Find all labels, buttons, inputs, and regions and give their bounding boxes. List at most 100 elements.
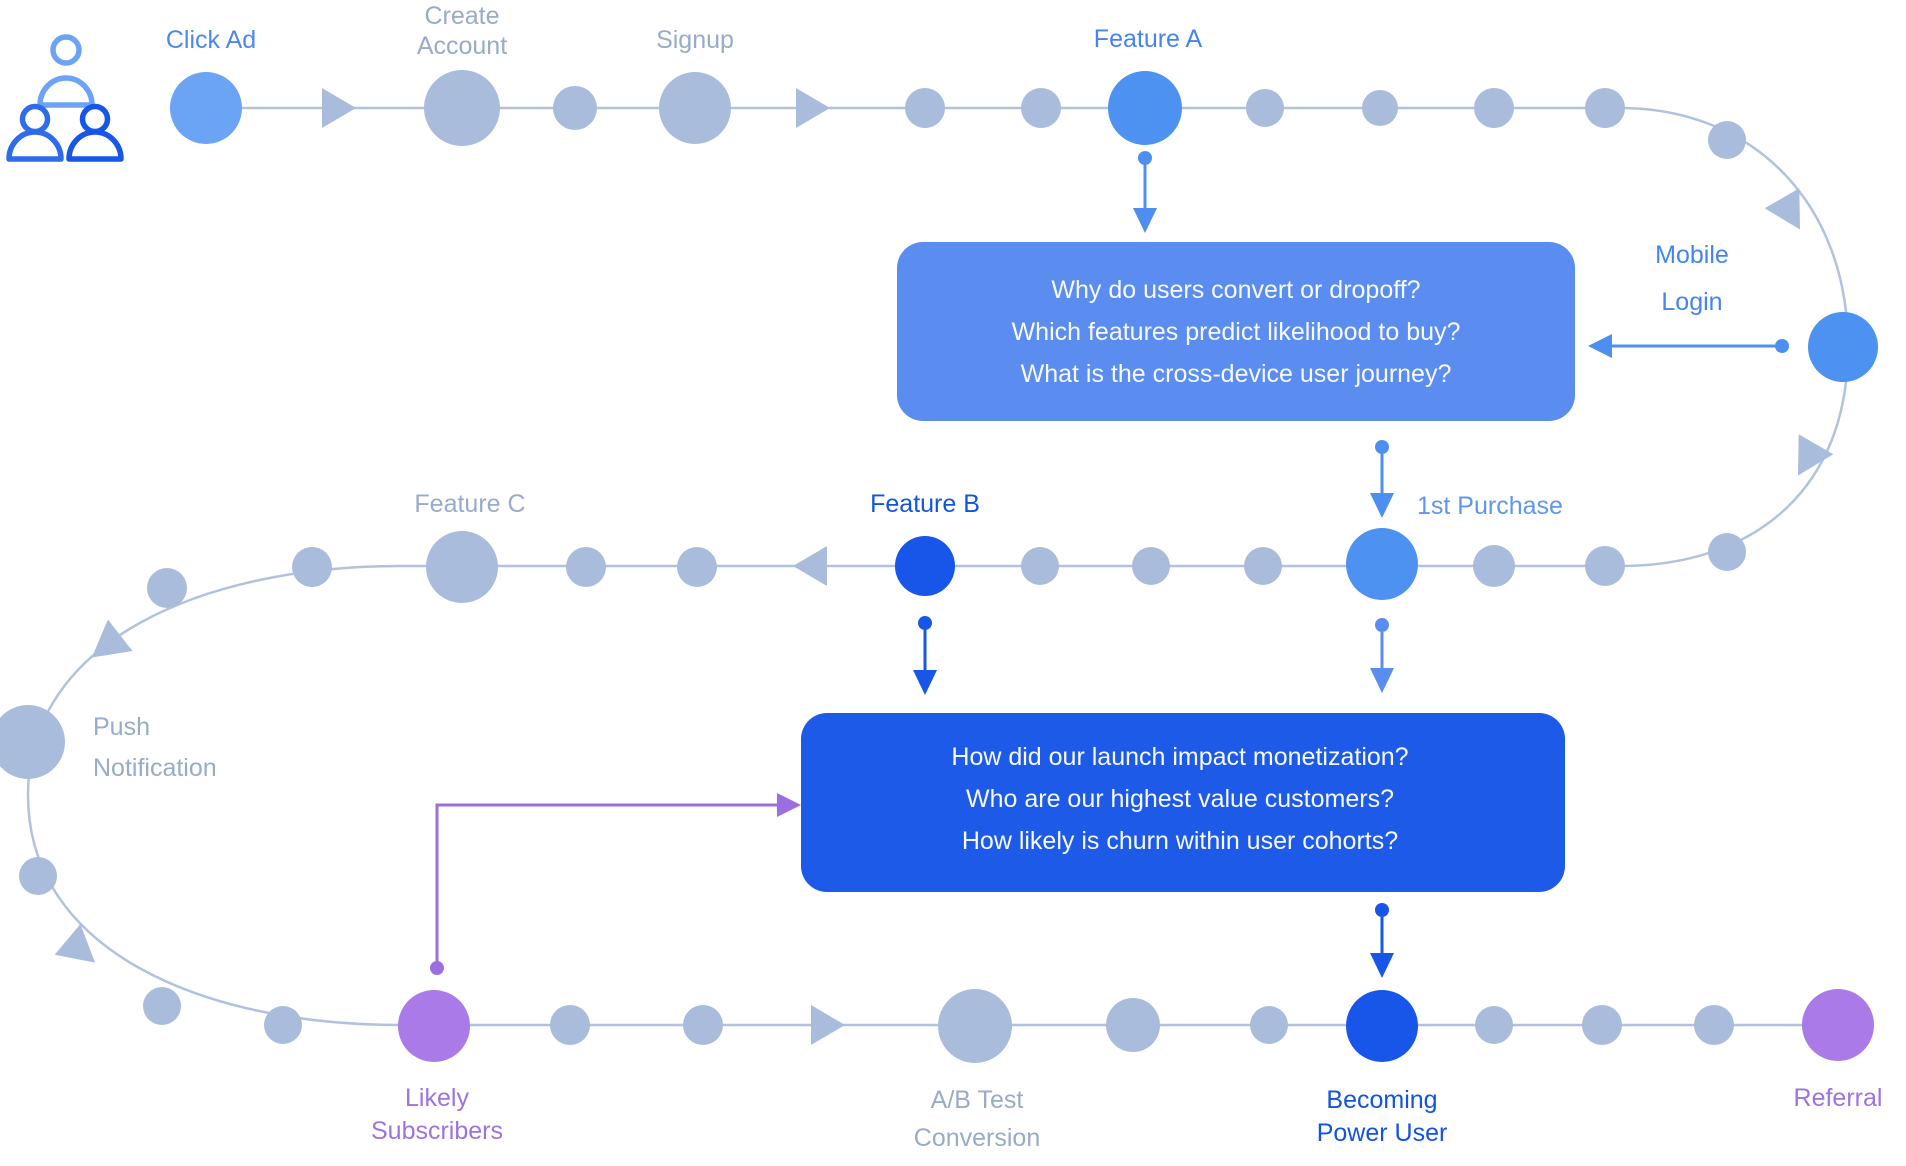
connector-dot bbox=[1375, 903, 1389, 917]
connector-dot bbox=[430, 961, 444, 975]
flow-arrow-curve-icon bbox=[54, 924, 96, 963]
journey-dot bbox=[1132, 547, 1170, 585]
monetization-question-1: How did our launch impact monetization? bbox=[951, 743, 1408, 771]
flow-arrow-right-icon bbox=[796, 88, 830, 128]
insight-box-monetization-bg bbox=[801, 713, 1565, 892]
flow-arrow-left-icon bbox=[793, 546, 827, 586]
node-push-notification bbox=[0, 705, 65, 779]
label-create-account-line2: Account bbox=[417, 32, 507, 60]
arrow-left-icon bbox=[1588, 334, 1612, 358]
node-feature-b bbox=[895, 536, 955, 596]
journey-dot bbox=[1250, 1006, 1288, 1044]
journey-dot bbox=[1473, 545, 1515, 587]
journey-dot bbox=[1585, 546, 1625, 586]
journey-dot bbox=[1106, 998, 1160, 1052]
flow-arrow-curve-icon bbox=[1764, 188, 1800, 230]
flow-arrow-curve-icon bbox=[1798, 434, 1834, 476]
insight-box-monetization: How did our launch impact monetization? … bbox=[801, 713, 1565, 892]
label-likely-subscribers-line1: Likely bbox=[405, 1084, 469, 1112]
journey-dot bbox=[553, 86, 597, 130]
journey-dot bbox=[147, 568, 187, 608]
journey-dot bbox=[143, 987, 181, 1025]
journey-dot bbox=[19, 857, 57, 895]
connector-feature-b-to-box bbox=[913, 616, 937, 695]
flow-arrow-right-icon bbox=[322, 88, 356, 128]
journey-dot bbox=[264, 1006, 302, 1044]
node-likely-subscribers bbox=[398, 990, 470, 1062]
connector-box-to-power-user bbox=[1370, 903, 1394, 978]
acquisition-question-1: Why do users convert or dropoff? bbox=[1051, 276, 1420, 304]
flow-arrow-right-icon bbox=[811, 1005, 845, 1045]
journey-dot bbox=[1708, 533, 1746, 571]
node-feature-a bbox=[1108, 71, 1182, 145]
label-becoming-power-user-line2: Power User bbox=[1317, 1119, 1448, 1147]
monetization-question-3: How likely is churn within user cohorts? bbox=[962, 827, 1398, 855]
journey-dot bbox=[1246, 89, 1284, 127]
journey-dot bbox=[905, 88, 945, 128]
node-feature-c bbox=[426, 531, 498, 603]
node-click-ad bbox=[170, 72, 242, 144]
journey-dot bbox=[1694, 1005, 1734, 1045]
node-becoming-power-user bbox=[1346, 990, 1418, 1062]
label-push-notification-line2: Notification bbox=[93, 754, 217, 782]
journey-dot bbox=[1585, 88, 1625, 128]
label-mobile-login-line2: Login bbox=[1661, 288, 1722, 316]
journey-dot bbox=[566, 547, 606, 587]
connector-dot bbox=[1375, 440, 1389, 454]
label-first-purchase: 1st Purchase bbox=[1417, 492, 1563, 520]
journey-dot bbox=[1244, 547, 1282, 585]
arrow-down-icon bbox=[1370, 493, 1394, 518]
acquisition-question-3: What is the cross-device user journey? bbox=[1021, 360, 1452, 388]
label-feature-b: Feature B bbox=[870, 490, 980, 518]
node-mobile-login bbox=[1808, 312, 1878, 382]
arrow-down-icon bbox=[1370, 953, 1394, 978]
journey-dot bbox=[292, 547, 332, 587]
journey-path bbox=[26, 106, 1850, 1027]
label-ab-test-line1: A/B Test bbox=[931, 1086, 1024, 1114]
journey-dot bbox=[1362, 90, 1398, 126]
connector-feature-a-to-box bbox=[1133, 151, 1157, 233]
connector-dot bbox=[1375, 618, 1389, 632]
journey-dot bbox=[1021, 547, 1059, 585]
connector-mobile-login-to-box bbox=[1588, 334, 1789, 358]
insight-box-acquisition: Why do users convert or dropoff? Which f… bbox=[897, 242, 1575, 421]
monetization-question-2: Who are our highest value customers? bbox=[966, 785, 1394, 813]
journey-dot bbox=[1582, 1005, 1622, 1045]
label-likely-subscribers-line2: Subscribers bbox=[371, 1117, 503, 1145]
arrow-right-icon bbox=[777, 793, 801, 817]
label-becoming-power-user-line1: Becoming bbox=[1326, 1086, 1437, 1114]
journey-dot bbox=[683, 1005, 723, 1045]
label-referral: Referral bbox=[1794, 1084, 1883, 1112]
users-icon bbox=[6, 34, 124, 162]
label-create-account-line1: Create bbox=[424, 2, 499, 30]
connector-likely-subscribers-to-box bbox=[430, 793, 801, 975]
label-click-ad: Click Ad bbox=[166, 26, 256, 54]
connector-box-to-first-purchase bbox=[1370, 440, 1394, 518]
arrow-down-icon bbox=[1370, 668, 1394, 693]
journey-dot bbox=[1708, 121, 1746, 159]
node-referral bbox=[1802, 989, 1874, 1061]
flow-arrow-curve-icon bbox=[91, 619, 133, 658]
journey-dot bbox=[550, 1005, 590, 1045]
journey-dot bbox=[677, 547, 717, 587]
label-feature-a: Feature A bbox=[1094, 25, 1203, 53]
label-mobile-login-line1: Mobile bbox=[1655, 241, 1729, 269]
acquisition-question-2: Which features predict likelihood to buy… bbox=[1012, 318, 1461, 346]
label-feature-c: Feature C bbox=[414, 490, 525, 518]
label-push-notification-line1: Push bbox=[93, 713, 150, 741]
arrow-down-icon bbox=[913, 670, 937, 695]
connector-first-purchase-to-box bbox=[1370, 618, 1394, 693]
journey-dot bbox=[1474, 88, 1514, 128]
connector-dot bbox=[1138, 151, 1152, 165]
connector-dot bbox=[918, 616, 932, 630]
node-ab-test-conversion bbox=[938, 989, 1012, 1063]
node-signup bbox=[659, 72, 731, 144]
node-create-account bbox=[424, 70, 500, 146]
label-ab-test-line2: Conversion bbox=[914, 1124, 1040, 1152]
connector-dot bbox=[1775, 339, 1789, 353]
arrow-down-icon bbox=[1133, 208, 1157, 233]
insight-box-acquisition-bg bbox=[897, 242, 1575, 421]
journey-dot bbox=[1475, 1006, 1513, 1044]
